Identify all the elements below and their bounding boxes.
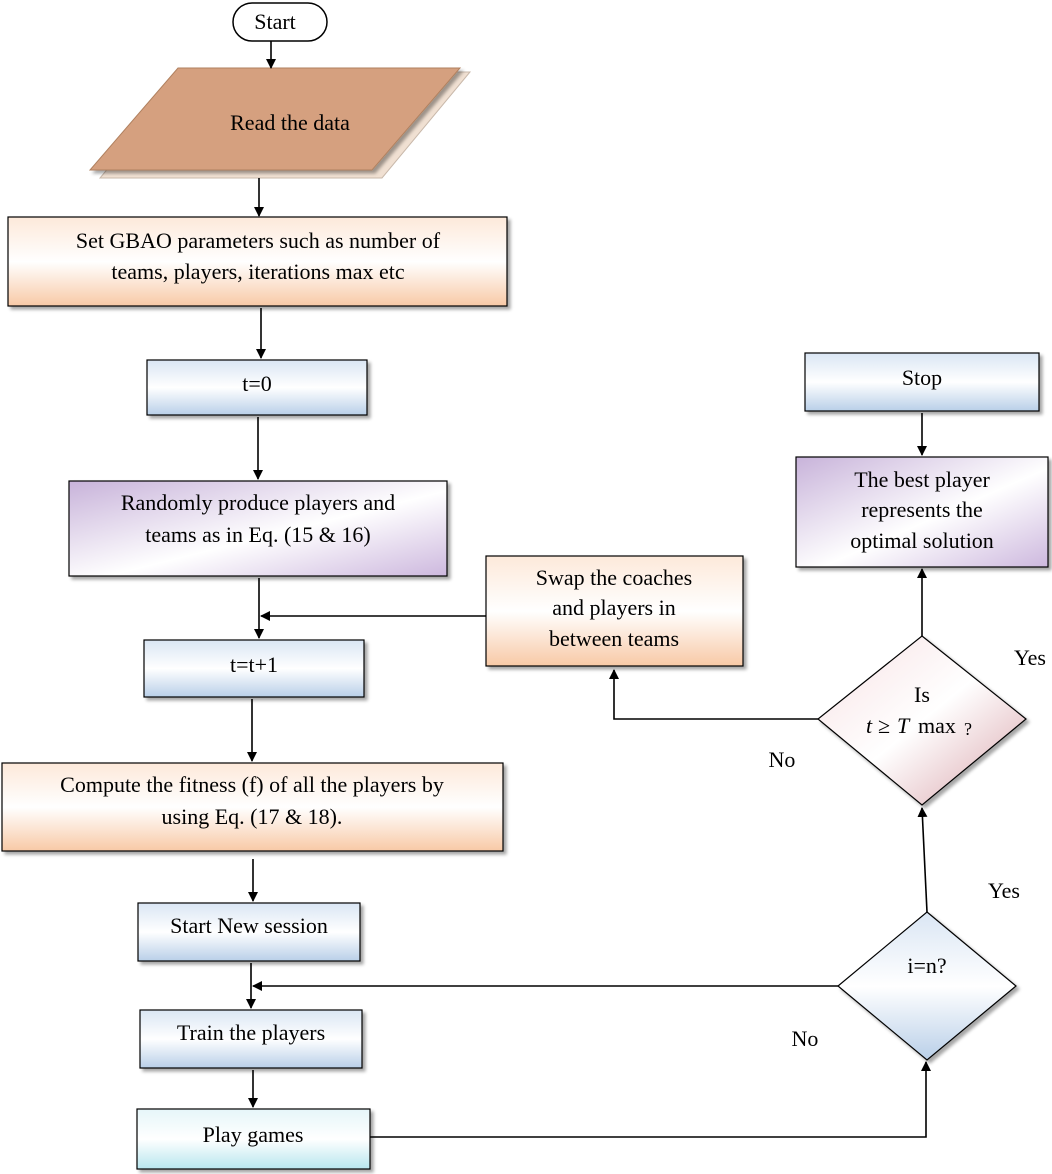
start-label: Start <box>254 9 296 34</box>
set-parameters-box: Set GBAO parameters such as number of te… <box>7 216 508 307</box>
tmax-no-label: No <box>769 747 796 772</box>
tmax-max-label: max <box>918 713 956 738</box>
best-player-line-2: represents the <box>861 497 983 522</box>
stop-box: Stop <box>804 352 1040 412</box>
iteration-no-label: No <box>792 1026 819 1051</box>
tmax-ge-symbol: ≥ <box>878 713 890 738</box>
swap-box: Swap the coaches and players in between … <box>485 555 744 667</box>
iteration-check-label: i=n? <box>907 953 946 978</box>
compute-fitness-box: Compute the fitness (f) of all the playe… <box>1 762 504 852</box>
set-parameters-line-1: Set GBAO parameters such as number of <box>76 228 441 253</box>
arrow-play-to-check <box>370 1061 931 1138</box>
tmax-check-line-1: Is <box>914 682 930 707</box>
stop-label: Stop <box>902 365 942 390</box>
set-parameters-line-2: teams, players, iterations max etc <box>111 259 404 284</box>
tmax-T-symbol: T <box>897 713 911 738</box>
best-player-line-3: optimal solution <box>850 528 994 553</box>
t-zero-label: t=0 <box>242 371 272 396</box>
iteration-check-diamond: i=n? <box>837 911 1017 1061</box>
swap-line-2: and players in <box>552 595 675 620</box>
best-player-box: The best player represents the optimal s… <box>795 456 1049 568</box>
read-data-label: Read the data <box>230 110 350 135</box>
t-increment-label: t=t+1 <box>230 652 278 677</box>
arrow-yes-to-tmax <box>917 807 928 913</box>
tmax-check-diamond: Is t ≥ T max ? <box>817 635 1027 806</box>
random-init-line-1: Randomly produce players and <box>121 490 395 515</box>
start-terminator: Start <box>232 2 328 42</box>
best-player-line-1: The best player <box>854 467 990 492</box>
t-zero-box: t=0 <box>146 359 368 416</box>
swap-line-1: Swap the coaches <box>536 565 692 590</box>
connectors <box>246 41 931 1138</box>
iteration-yes-label: Yes <box>988 878 1020 903</box>
compute-fitness-line-1: Compute the fitness (f) of all the playe… <box>60 772 444 797</box>
compute-fitness-line-2: using Eq. (17 & 18). <box>162 804 343 829</box>
t-increment-box: t=t+1 <box>143 639 365 698</box>
new-session-label: Start New session <box>170 913 328 938</box>
random-init-line-2: teams as in Eq. (15 & 16) <box>145 522 370 547</box>
swap-line-3: between teams <box>549 626 679 651</box>
tmax-yes-label: Yes <box>1014 645 1046 670</box>
tmax-question-mark: ? <box>964 719 972 739</box>
new-session-box: Start New session <box>137 902 361 962</box>
random-init-box: Randomly produce players and teams as in… <box>68 480 448 577</box>
play-games-box: Play games <box>136 1108 371 1170</box>
play-games-label: Play games <box>203 1122 304 1147</box>
read-data-io: Read the data <box>88 67 472 179</box>
tmax-t-symbol: t <box>866 713 873 738</box>
train-players-box: Train the players <box>139 1009 363 1069</box>
arrow-no-to-swap <box>609 669 818 720</box>
train-players-label: Train the players <box>177 1020 325 1045</box>
